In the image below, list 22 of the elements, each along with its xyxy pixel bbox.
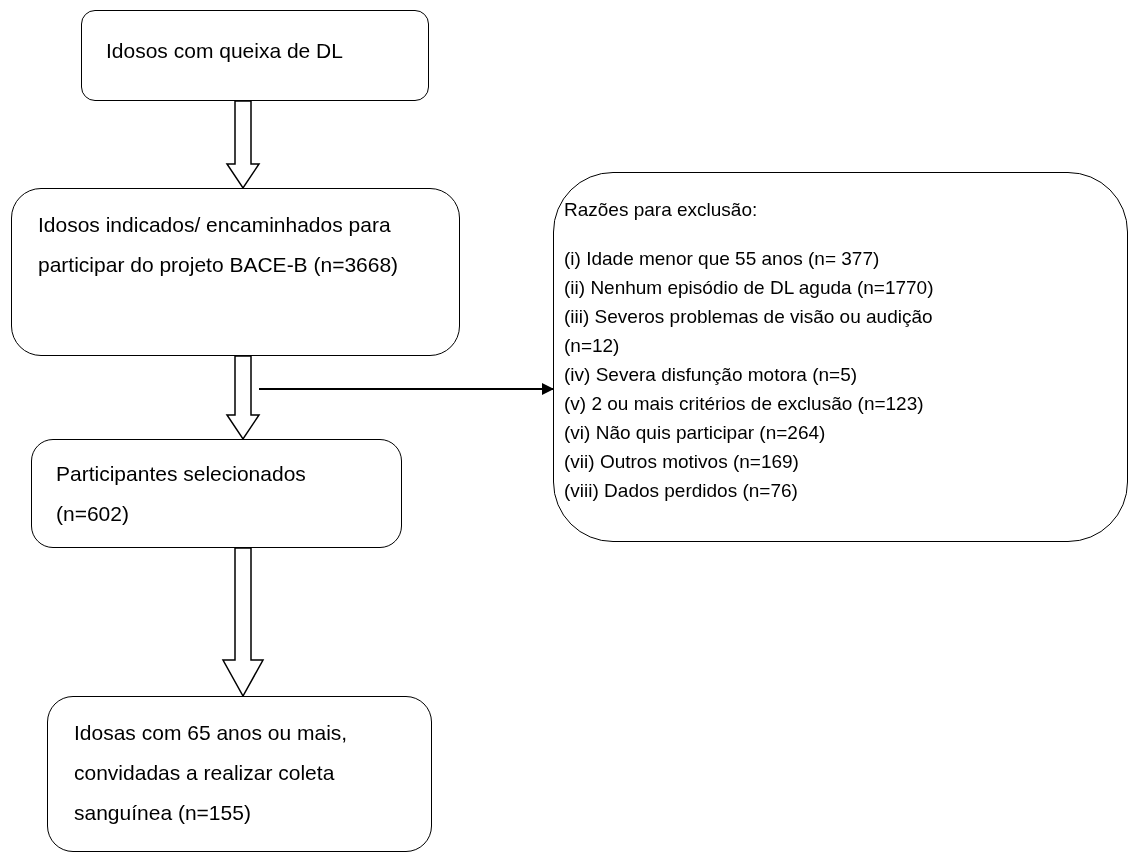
process-box bbox=[11, 188, 460, 356]
list-item: (viii) Dados perdidos (n=76) bbox=[564, 479, 799, 503]
arrow bbox=[258, 383, 554, 395]
list-item: (iv) Severa disfunção motora (n=5) bbox=[564, 363, 859, 387]
box-text: Idosas com 65 anos ou mais, convidadas a realizar coleta sanguínea (n=155) bbox=[74, 720, 349, 826]
list-item: (vi) Não quis participar (n=264) bbox=[564, 421, 827, 445]
block-arrow bbox=[225, 355, 261, 441]
box-text: Idosos indicados/ encaminhados para participar do projeto BACE-B (n=3668) bbox=[38, 212, 400, 278]
box-text: Participantes selecionados (n=602) bbox=[56, 461, 307, 527]
exclusion-box bbox=[553, 172, 1128, 542]
list-item: (v) 2 ou mais critérios de exclusão (n=123) bbox=[564, 392, 925, 416]
list-item: (iii) Severos problemas de visão ou audição (n=12) bbox=[564, 305, 934, 358]
block-arrow bbox=[225, 100, 261, 190]
list-item: (ii) Nenhum episódio de DL aguda (n=1770) bbox=[564, 276, 935, 300]
list-item: (vii) Outros motivos (n=169) bbox=[564, 450, 800, 474]
list-heading: Razões para exclusão: bbox=[564, 198, 759, 222]
block-arrow bbox=[221, 547, 265, 698]
list-item: (i) Idade menor que 55 anos (n= 377) bbox=[564, 247, 881, 271]
process-box bbox=[81, 10, 429, 101]
process-box bbox=[47, 696, 432, 852]
process-box bbox=[31, 439, 402, 548]
box-text: Idosos com queixa de DL bbox=[106, 38, 344, 64]
